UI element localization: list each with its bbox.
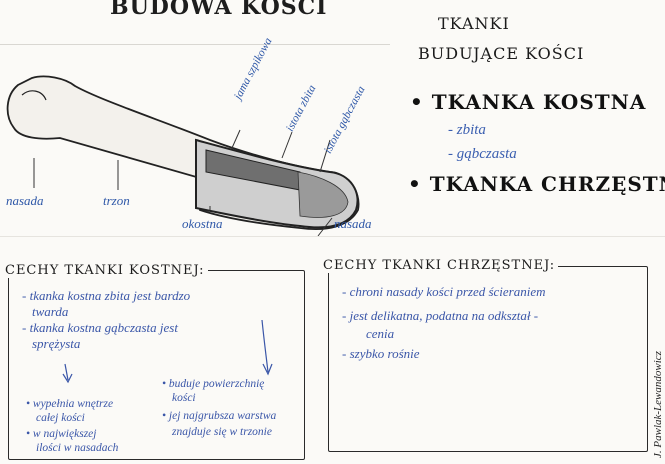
bone-compact-note1: • buduje powierzchnię	[162, 378, 265, 390]
tissue-bone-compact: - zbita	[448, 122, 486, 138]
section-divider	[0, 236, 665, 237]
cartilage-feature-line1: - chroni nasady kości przed ścieraniem	[342, 284, 546, 299]
spongy-region	[297, 171, 349, 218]
cartilage-features-heading: CECHY TKANKI CHRZĘSTNEJ:	[320, 258, 559, 273]
label-diaphysis: trzon	[103, 193, 130, 208]
bone-features-heading: CECHY TKANKI KOSTNEJ:	[2, 263, 208, 278]
bone-arrows	[62, 320, 273, 384]
label-periosteum: okostna	[182, 216, 223, 231]
page-title: BUDOWA KOŚCI	[110, 0, 328, 20]
author-signature: J. Pawlak-Lewandowicz	[652, 351, 664, 458]
bone-feature-line2: twarda	[32, 304, 69, 319]
label-epiphysis-left: nasada	[6, 193, 44, 208]
bone-compact-note1b: kości	[172, 392, 196, 404]
bone-diagram	[6, 75, 360, 237]
tissue-bone: • TKANKA KOSTNA	[410, 90, 647, 114]
bone-compact-note2b: znajduje się w trzonie	[172, 426, 272, 438]
bone-spongy-note2b: ilości w nasadach	[36, 442, 119, 454]
tissue-bone-spongy: - gąbczasta	[448, 146, 517, 162]
label-epiphysis-right: nasada	[334, 216, 372, 231]
tissues-heading-line1: TKANKI	[438, 14, 510, 33]
cartilage-feature-line2: - jest delikatna, podatna na odkształ -	[342, 308, 539, 323]
title-divider	[0, 44, 390, 45]
cartilage-feature-line3: cenia	[366, 326, 395, 341]
bone-spongy-note1b: całej kości	[36, 412, 85, 424]
tissue-cartilage: • TKANKA CHRZĘSTNA	[408, 172, 665, 196]
bone-feature-line1: - tkanka kostna zbita jest bardzo	[22, 288, 191, 303]
bone-feature-line4: sprężysta	[32, 336, 81, 351]
bone-knob-detail	[21, 90, 47, 101]
bone-spongy-note1: • wypełnia wnętrze	[26, 398, 114, 410]
bone-compact-note2: • jej najgrubsza warstwa	[162, 410, 277, 422]
cartilage-feature-line4: - szybko rośnie	[342, 346, 420, 361]
bone-spongy-note2: • w największej	[26, 428, 97, 440]
tissues-heading-line2: BUDUJĄCE KOŚCI	[418, 44, 585, 63]
bone-feature-line3: - tkanka kostna gąbczasta jest	[22, 320, 178, 335]
